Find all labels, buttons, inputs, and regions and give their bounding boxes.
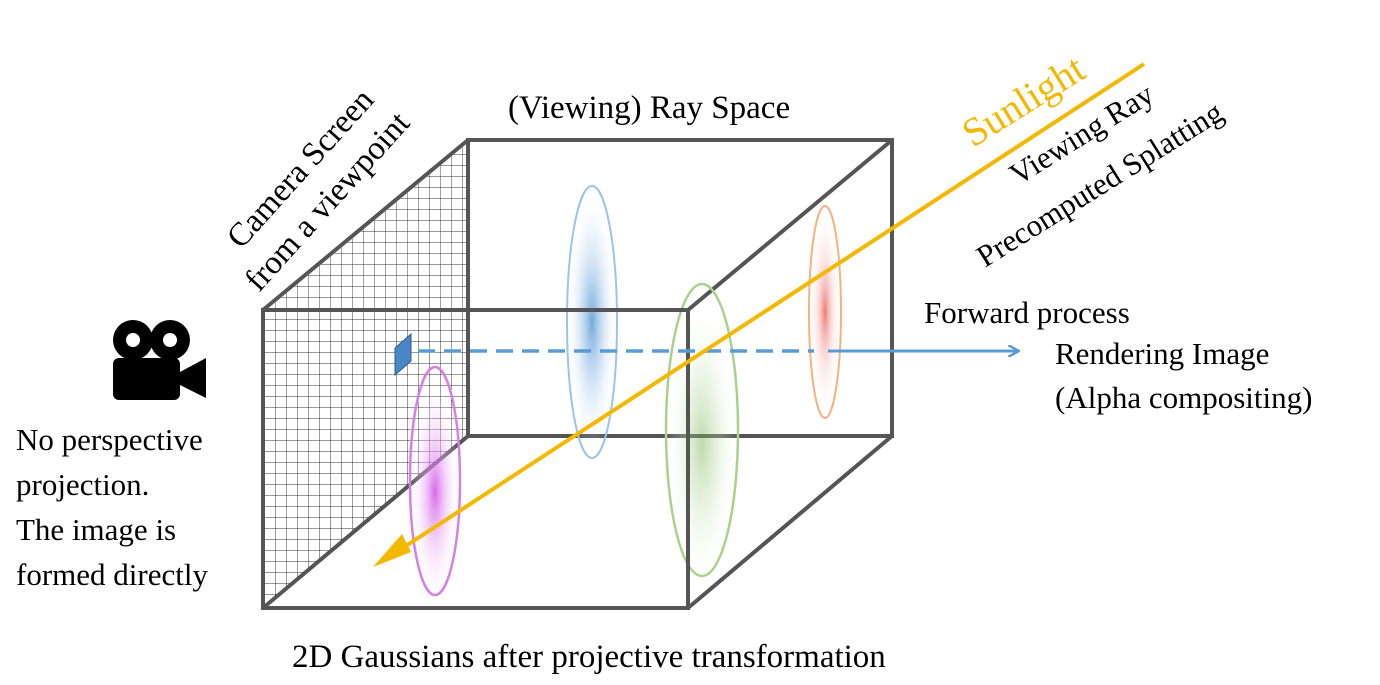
gaussian-blue <box>566 185 618 459</box>
box-edge-top-right <box>686 138 894 312</box>
box-front-face <box>261 308 690 610</box>
image-formed-line1: The image is <box>16 512 176 547</box>
no-perspective-line2: projection. <box>16 467 149 502</box>
sunlight-ray <box>387 62 1146 559</box>
gaussian-green <box>664 282 740 578</box>
rendering-image-label: Rendering Image <box>1055 336 1269 371</box>
gaussian-pink <box>408 365 462 597</box>
gaussian-orange <box>808 205 842 419</box>
video-camera-icon <box>113 320 206 400</box>
screen-pixel <box>394 332 412 377</box>
ray-space-label: (Viewing) Ray Space <box>508 90 790 126</box>
camera-screen-grid-front <box>263 310 468 608</box>
forward-process-label: Forward process <box>924 295 1130 330</box>
no-perspective-line1: No perspective <box>16 422 203 457</box>
alpha-compositing-label: (Alpha compositing) <box>1055 380 1312 415</box>
box-edge-bottom-right <box>686 434 894 610</box>
image-formed-line2: formed directly <box>16 557 208 592</box>
box-edge-top-left <box>261 138 470 312</box>
gaussians-caption: 2D Gaussians after projective transforma… <box>292 639 886 675</box>
sunlight-arrowhead <box>373 534 411 567</box>
